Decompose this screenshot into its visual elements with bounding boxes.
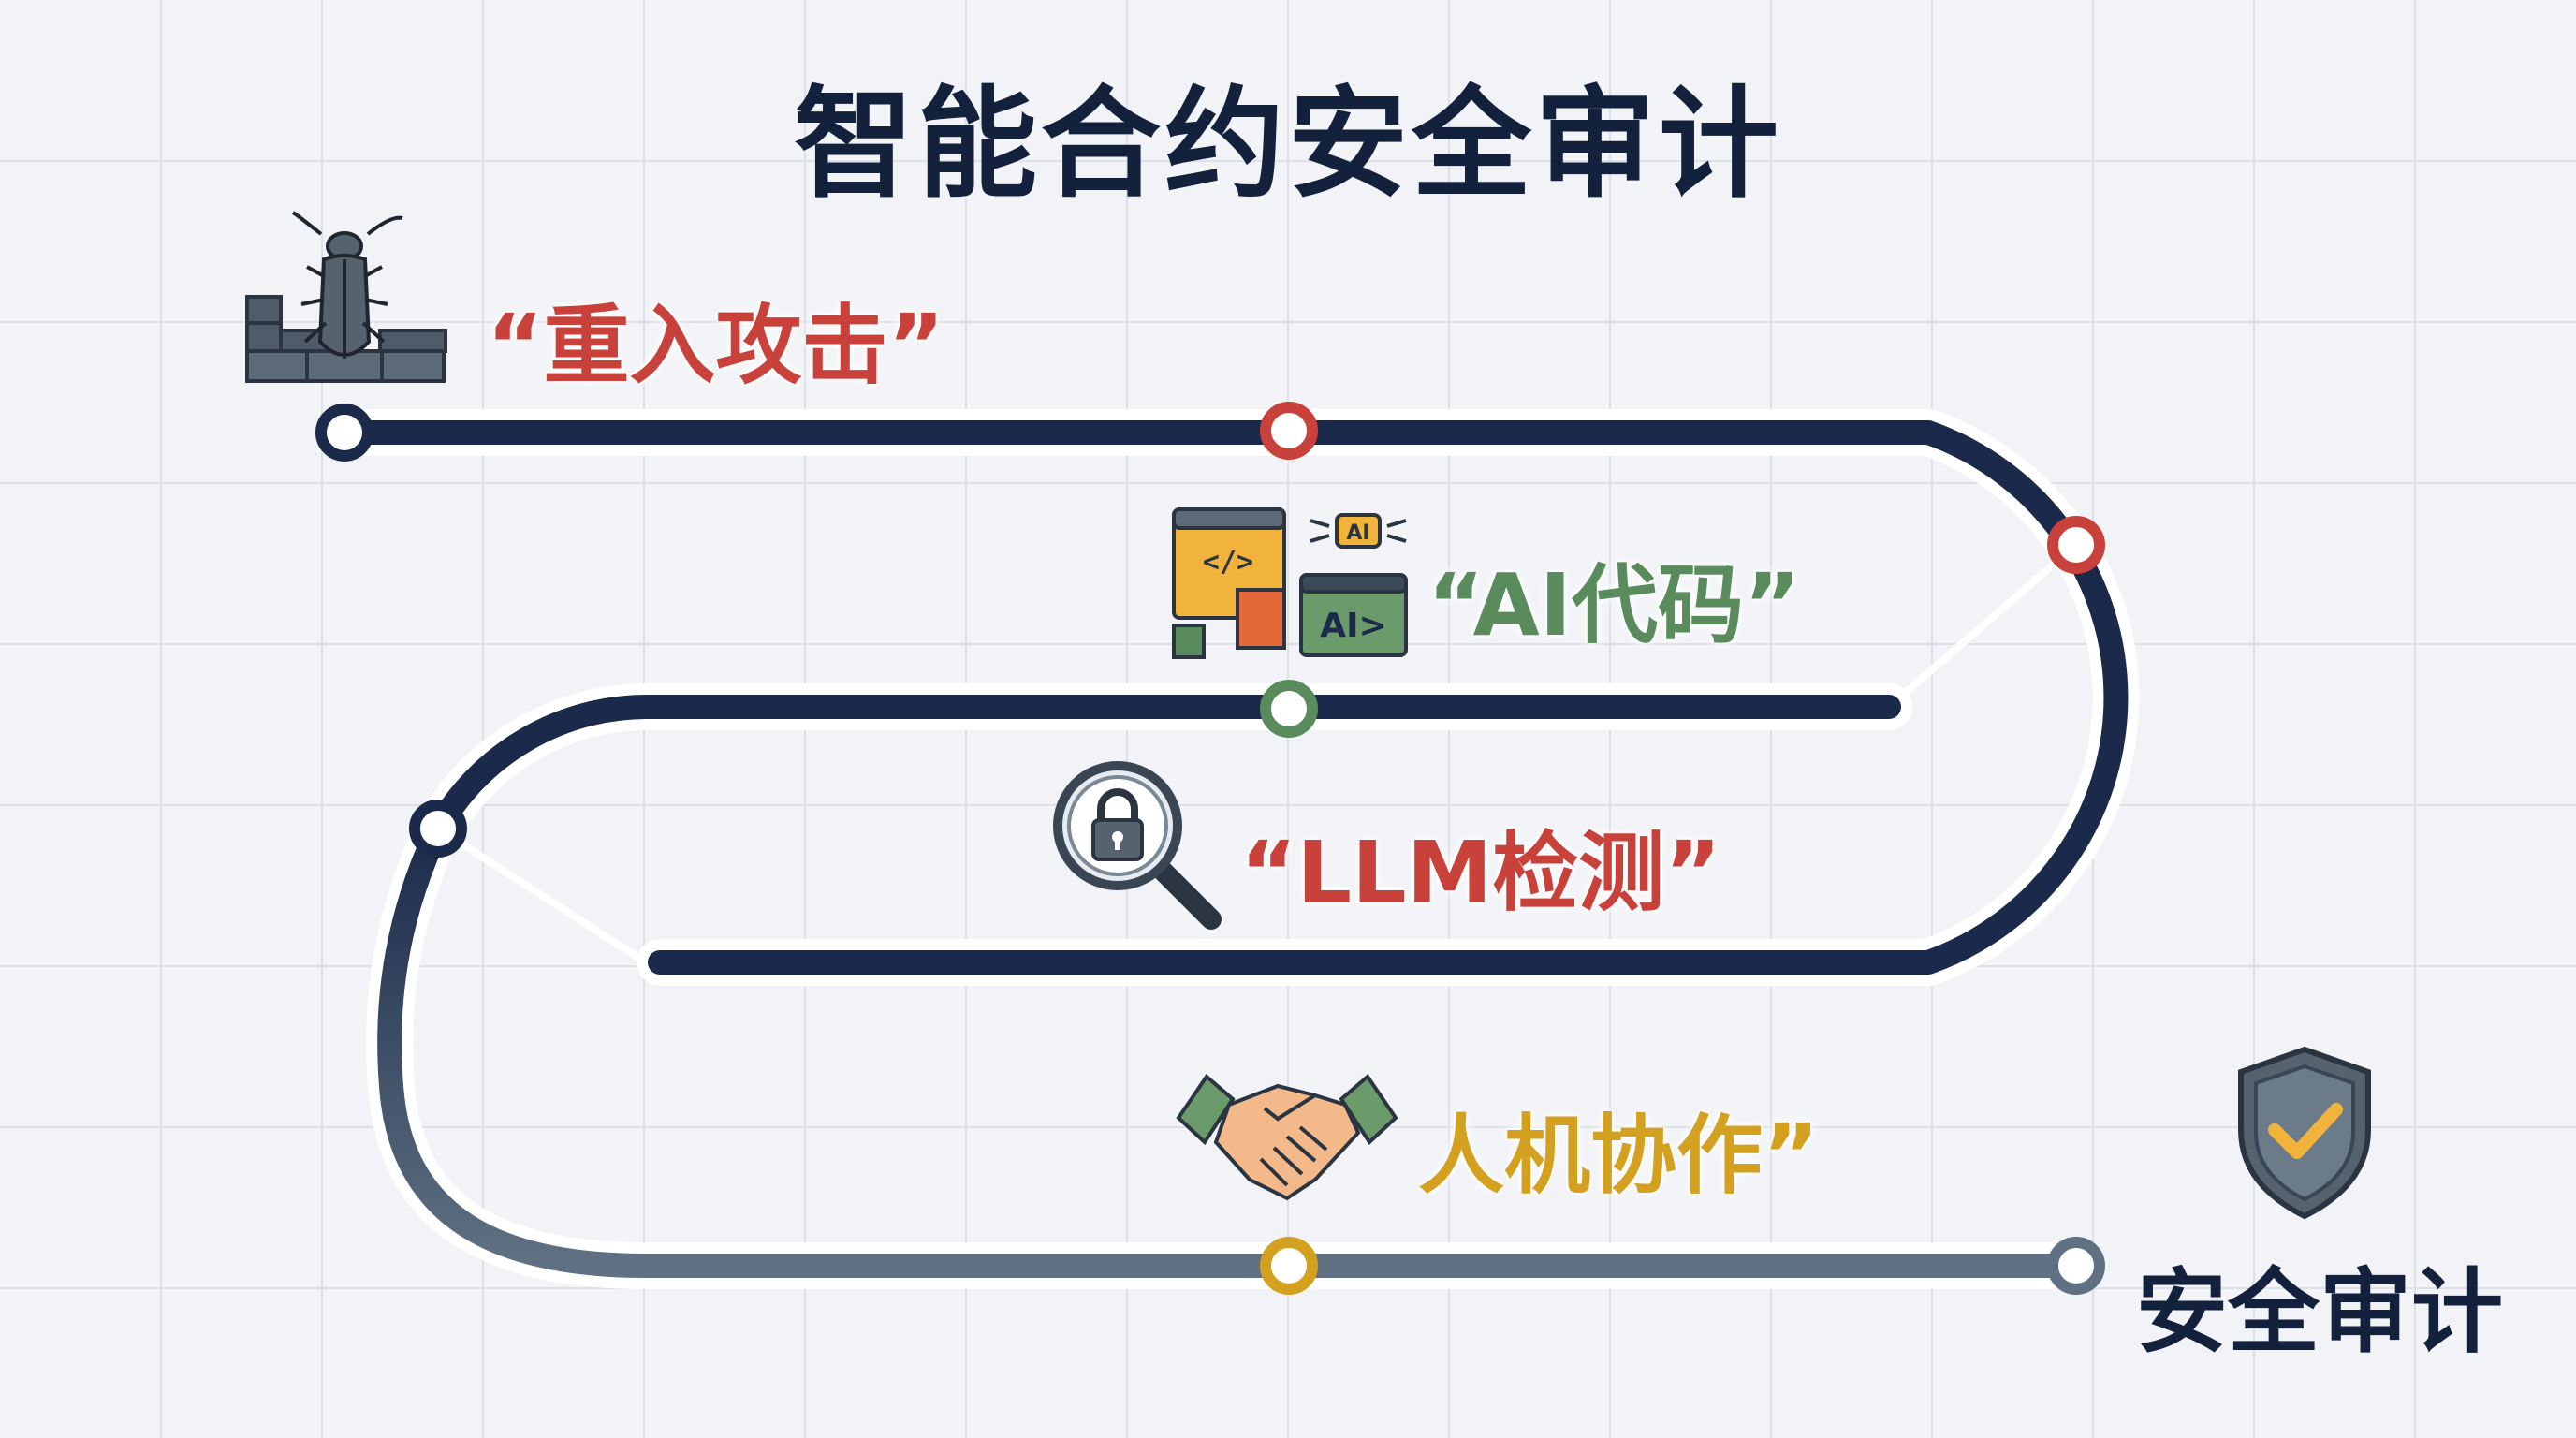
- connector-line: [435, 825, 649, 966]
- node-green: [1260, 680, 1318, 738]
- svg-text:</>: </>: [1203, 546, 1253, 579]
- start-node: [315, 404, 373, 462]
- stage-label-reentrancy: “重入攻击”: [487, 296, 944, 396]
- stage-label-llm-detection: “LLM检测”: [1240, 823, 1721, 923]
- svg-text:AI: AI: [1346, 521, 1369, 545]
- stage-label-human-ai-collab: 人机协作”: [1418, 1106, 1820, 1206]
- path-segment-bottom: [377, 816, 2088, 1278]
- end-node: [2047, 1237, 2105, 1295]
- handshake-icon: [1176, 1074, 1398, 1201]
- beetle-bug-icon: [245, 211, 447, 383]
- svg-text:AI>: AI>: [1320, 607, 1386, 645]
- node-red-2: [2047, 516, 2105, 574]
- connector-line: [1886, 541, 2079, 711]
- end-label-security-audit: 安全审计: [2136, 1259, 2504, 1366]
- path-segment-middle: [426, 695, 1901, 841]
- page-title: 智能合约安全审计: [793, 75, 1782, 214]
- node-gold: [1260, 1237, 1318, 1295]
- path-segment-top: [332, 420, 2129, 975]
- stage-label-ai-code: “AI代码”: [1427, 555, 1801, 655]
- shield-check-icon: [2238, 1046, 2371, 1220]
- node-navy: [409, 800, 467, 858]
- code-window-ai-icon: </> AI AI>: [1172, 507, 1408, 659]
- magnifier-lock-icon: [1053, 761, 1222, 930]
- node-red-1: [1260, 402, 1318, 460]
